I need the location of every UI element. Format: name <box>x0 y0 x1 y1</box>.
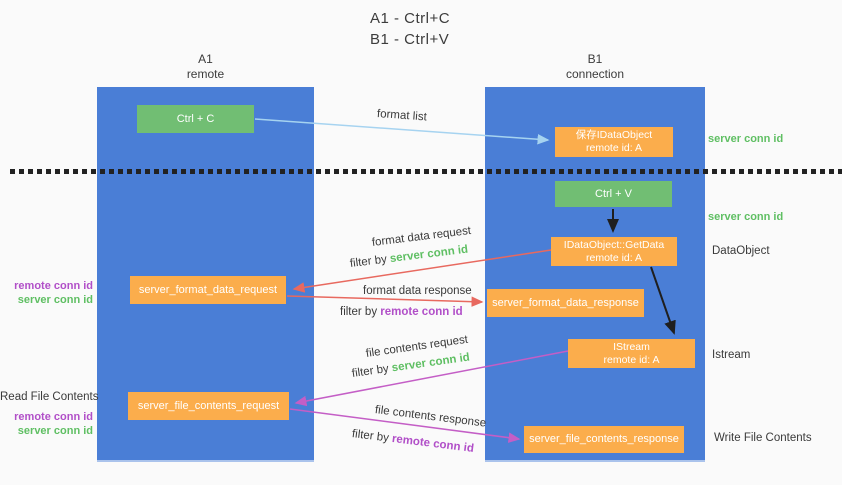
label-remote-conn-id-top: remote conn id <box>14 280 93 292</box>
lane-header-b1: B1 connection <box>485 52 705 82</box>
dotted-separator-line <box>10 169 842 174</box>
node-save-idataobject: 保存IDataObject remote id: A <box>555 127 673 157</box>
node-istream-line2: remote id: A <box>603 353 660 366</box>
node-ctrl-c: Ctrl + C <box>137 105 254 133</box>
label-format-data-response: format data response <box>363 285 472 297</box>
node-getdata-line1: IDataObject::GetData <box>563 238 665 251</box>
node-server-file-contents-request: server_file_contents_request <box>128 392 289 420</box>
label-filter-by-server-conn-id-1: filter by server conn id <box>349 244 468 270</box>
label-istream: Istream <box>712 349 751 361</box>
node-idataobject-getdata: IDataObject::GetData remote id: A <box>551 237 677 266</box>
filter-value-4: remote conn id <box>391 432 475 455</box>
lane-a1-title: A1 <box>198 52 213 66</box>
label-dataobject: DataObject <box>712 245 770 257</box>
filter-value-2: remote conn id <box>380 306 463 318</box>
title-line-2: B1 - Ctrl+V <box>370 31 450 48</box>
node-ctrl-v: Ctrl + V <box>555 181 672 207</box>
node-istream-line1: IStream <box>613 340 650 353</box>
lane-b1-title: B1 <box>587 52 603 66</box>
filter-value-1: server conn id <box>389 243 469 266</box>
node-server-format-data-request: server_format_data_request <box>130 276 286 304</box>
label-server-conn-id-left-bottom: server conn id <box>17 425 93 437</box>
label-remote-conn-id-bottom: remote conn id <box>14 411 93 423</box>
filter-prefix-2: filter by <box>340 306 381 318</box>
label-file-contents-response: file contents response <box>374 404 487 430</box>
label-format-list: format list <box>376 108 428 124</box>
title-line-1: A1 - Ctrl+C <box>370 10 451 27</box>
node-ctrl-c-label: Ctrl + C <box>176 112 215 125</box>
label-write-file-contents: Write File Contents <box>714 432 812 444</box>
node-save-idataobject-line2: remote id: A <box>585 142 643 154</box>
node-istream: IStream remote id: A <box>568 339 695 368</box>
filter-value-3: server conn id <box>391 351 471 375</box>
label-server-conn-id-top: server conn id <box>708 133 784 145</box>
lane-b1-subtitle: connection <box>565 67 625 81</box>
lane-header-a1: A1 remote <box>97 52 314 82</box>
node-getdata-line2: remote id: A <box>585 251 643 264</box>
label-server-conn-id-left-top: server conn id <box>17 294 93 306</box>
diagram-title: A1 - Ctrl+C B1 - Ctrl+V <box>370 8 450 50</box>
node-server-format-data-response: server_format_data_response <box>487 289 644 317</box>
node-server-file-contents-response: server_file_contents_response <box>524 426 684 453</box>
filter-prefix-3: filter by <box>351 362 393 380</box>
node-format-request-label: server_format_data_request <box>138 283 278 296</box>
label-group-left-top: remote conn id server conn id <box>5 279 93 307</box>
label-server-conn-id-mid: server conn id <box>708 211 784 223</box>
node-format-response-label: server_format_data_response <box>492 296 639 309</box>
label-read-file-contents: Read File Contents <box>0 391 99 403</box>
node-save-idataobject-line1: 保存IDataObject <box>575 129 653 141</box>
node-file-response-label: server_file_contents_response <box>529 433 679 445</box>
node-file-request-label: server_file_contents_request <box>137 399 280 412</box>
label-filter-by-remote-conn-id-2: filter by remote conn id <box>351 428 474 455</box>
filter-prefix-1: filter by <box>349 253 391 270</box>
label-filter-by-remote-conn-id-1: filter by remote conn id <box>340 306 463 318</box>
label-group-left-bottom: remote conn id server conn id <box>5 410 93 438</box>
node-ctrl-v-label: Ctrl + V <box>595 187 632 200</box>
lane-a1-subtitle: remote <box>186 67 225 81</box>
filter-prefix-4: filter by <box>351 428 393 445</box>
